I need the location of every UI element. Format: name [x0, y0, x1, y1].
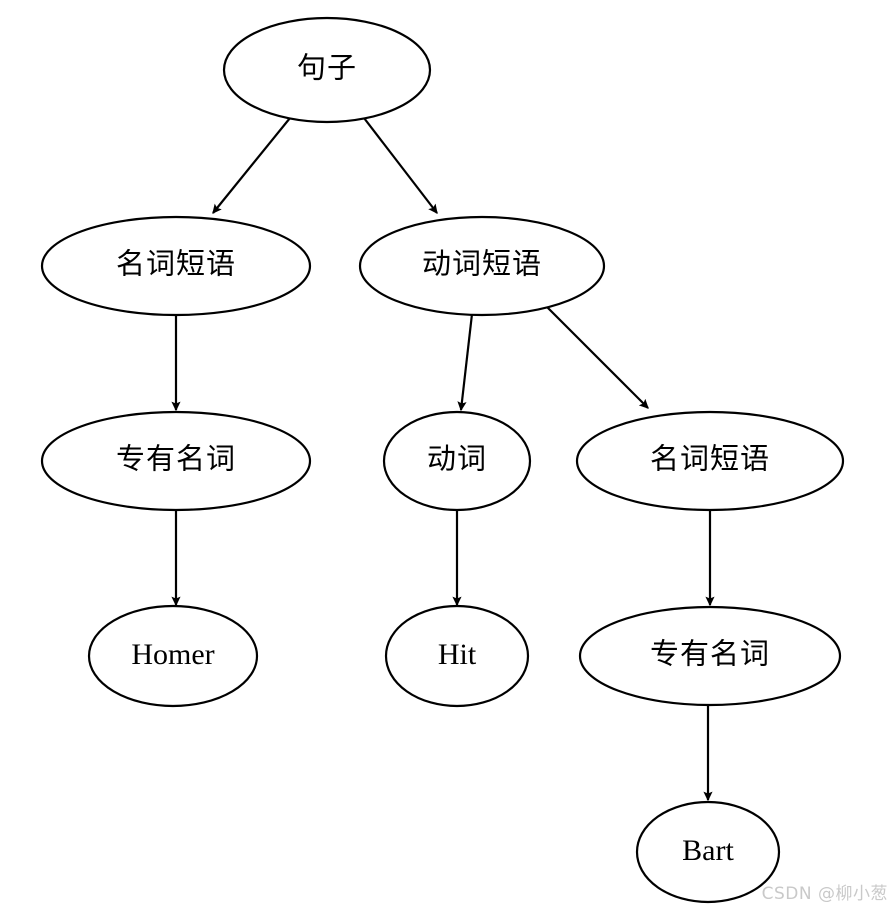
node-shape-verb-phrase	[358, 215, 606, 317]
edge-sentence-to-verb-phrase	[363, 117, 438, 214]
node-noun-phrase-2[interactable]: 名词短语	[575, 410, 845, 512]
node-proper-noun-1[interactable]: 专有名词	[40, 410, 312, 512]
node-bart[interactable]: Bart	[635, 800, 781, 904]
node-label-noun-phrase-1: 名词短语	[116, 248, 236, 281]
edges-layer	[171, 117, 715, 802]
node-shape-verb	[382, 410, 532, 512]
edge-sentence-to-noun-phrase-1	[212, 117, 291, 214]
node-shape-proper-noun-1	[40, 410, 312, 512]
csdn-watermark: CSDN @柳小葱	[761, 884, 888, 904]
node-label-noun-phrase-2: 名词短语	[650, 443, 770, 476]
node-shape-sentence	[222, 16, 432, 124]
node-noun-phrase-1[interactable]: 名词短语	[40, 215, 312, 317]
node-verb-phrase[interactable]: 动词短语	[358, 215, 606, 317]
node-hit[interactable]: Hit	[384, 604, 530, 708]
node-proper-noun-2[interactable]: 专有名词	[578, 605, 842, 707]
edge-verb-phrase-to-verb	[457, 313, 474, 412]
node-shape-hit	[384, 604, 530, 708]
node-shape-homer	[87, 604, 259, 708]
node-label-verb-phrase: 动词短语	[422, 248, 542, 281]
node-homer[interactable]: Homer	[87, 604, 259, 708]
node-verb[interactable]: 动词	[382, 410, 532, 512]
node-shape-bart	[635, 800, 781, 904]
node-sentence[interactable]: 句子	[222, 16, 432, 124]
node-shape-noun-phrase-2	[575, 410, 845, 512]
node-label-proper-noun-1: 专有名词	[116, 443, 236, 476]
node-label-proper-noun-2: 专有名词	[650, 638, 770, 671]
node-label-bart: Bart	[682, 834, 734, 867]
node-shape-noun-phrase-1	[40, 215, 312, 317]
node-label-homer: Homer	[131, 638, 214, 671]
node-label-sentence: 句子	[297, 52, 357, 85]
node-label-hit: Hit	[438, 638, 477, 671]
node-label-verb: 动词	[427, 444, 487, 476]
edge-verb-phrase-to-noun-phrase-2	[539, 299, 649, 409]
node-shape-proper-noun-2	[578, 605, 842, 707]
